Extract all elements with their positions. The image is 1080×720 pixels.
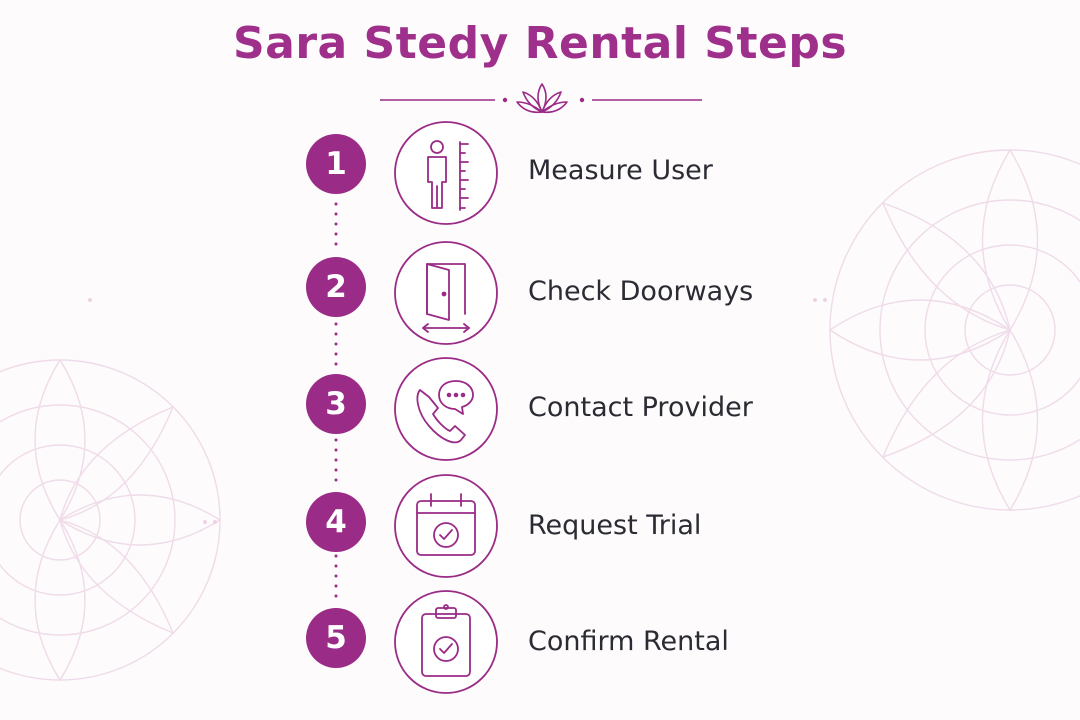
door-width-icon: [394, 241, 498, 345]
step-number-badge: 2: [306, 257, 366, 317]
step-number-badge: 1: [306, 134, 366, 194]
clipboard-check-icon: [394, 590, 498, 694]
calendar-check-icon: [394, 474, 498, 578]
step-number-badge: 4: [306, 492, 366, 552]
step-label: Measure User: [528, 155, 713, 186]
step-1: 1 Measure User: [0, 119, 1080, 227]
step-label: Request Trial: [528, 510, 702, 541]
lotus-icon: [516, 83, 568, 114]
connector-2-3: [334, 322, 338, 366]
step-4: 4 Request Trial: [0, 472, 1080, 580]
connector-3-4: [334, 438, 338, 482]
step-5: 5 Confirm Rental: [0, 588, 1080, 696]
step-3: 3 Contact Provider: [0, 354, 1080, 462]
title-divider: [380, 83, 702, 114]
step-number-badge: 3: [306, 374, 366, 434]
step-label: Confirm Rental: [528, 626, 729, 657]
step-label: Check Doorways: [528, 276, 754, 307]
phone-chat-icon: [394, 357, 498, 461]
step-2: 2 Check Doorways: [0, 238, 1080, 346]
step-number-badge: 5: [306, 608, 366, 668]
decor-dots: [88, 298, 827, 524]
person-height-icon: [394, 121, 498, 225]
connector-1-2: [334, 202, 338, 246]
mandala-left-icon: [0, 358, 222, 682]
mandala-right-icon: [828, 148, 1080, 512]
step-label: Contact Provider: [528, 392, 753, 423]
page-title: Sara Stedy Rental Steps: [232, 18, 848, 69]
connector-4-5: [334, 554, 338, 598]
